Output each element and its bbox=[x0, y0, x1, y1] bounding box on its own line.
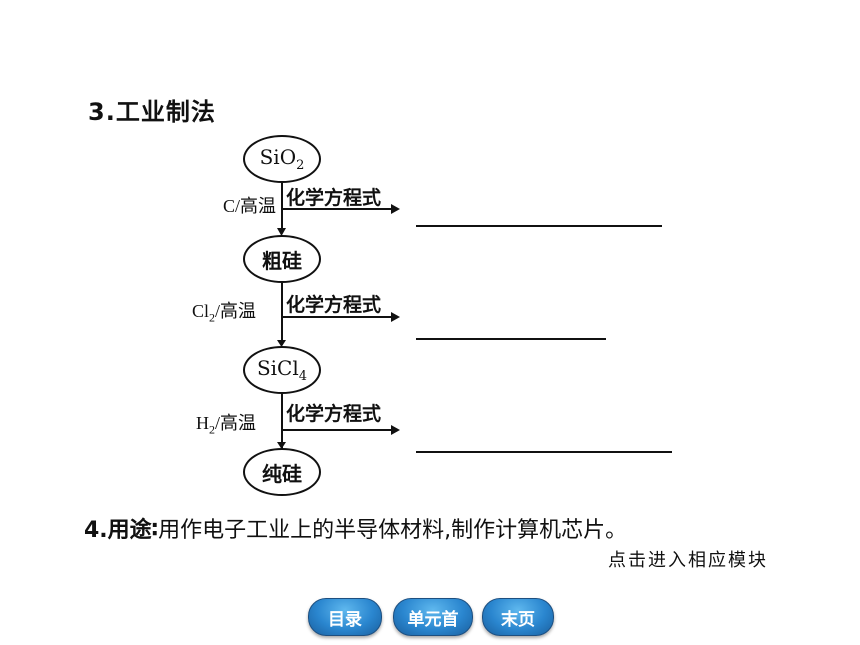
usage-colon: ∶ bbox=[151, 518, 159, 543]
step-2-condition: Cl2/高温 bbox=[192, 301, 257, 325]
last-page-button[interactable]: 末页 bbox=[482, 598, 554, 636]
right-arrowhead bbox=[391, 425, 400, 435]
node-pure-silicon-label: 纯硅 bbox=[262, 461, 302, 486]
usage-label: 4.用途 bbox=[84, 518, 152, 543]
node-sicl4-label: SiCl4 bbox=[256, 356, 308, 384]
step-2-equation-label: 化学方程式 bbox=[286, 294, 382, 316]
usage-line: 4.用途∶用作电子工业上的半导体材料,制作计算机芯片。 bbox=[84, 512, 627, 544]
step-3-arrow-line bbox=[282, 429, 392, 431]
node-sio2-label: SiO2 bbox=[259, 145, 305, 173]
node-sicl4: SiCl4 bbox=[243, 346, 321, 394]
contents-button[interactable]: 目录 bbox=[308, 598, 382, 636]
answer-blank bbox=[416, 225, 662, 227]
step-2-arrow-line bbox=[282, 316, 392, 318]
unit-start-button[interactable]: 单元首 bbox=[393, 598, 473, 636]
step-3-condition: H2/高温 bbox=[196, 413, 257, 437]
step-1-arrow-line bbox=[282, 208, 392, 210]
step-1-condition: C/高温 bbox=[222, 196, 276, 216]
section-heading: 3.工业制法 bbox=[88, 98, 216, 126]
answer-blank bbox=[416, 451, 672, 453]
down-arrowhead bbox=[277, 442, 286, 449]
right-arrowhead bbox=[391, 204, 400, 214]
usage-text: 用作电子工业上的半导体材料,制作计算机芯片。 bbox=[158, 518, 628, 543]
flow-connector bbox=[281, 283, 283, 345]
step-1-equation-label: 化学方程式 bbox=[286, 187, 382, 209]
step-3-equation-label: 化学方程式 bbox=[286, 403, 382, 425]
down-arrowhead bbox=[277, 228, 286, 236]
node-sio2: SiO2 bbox=[243, 135, 321, 183]
navigation-hint: 点击进入相应模块 bbox=[608, 550, 768, 571]
node-crude-silicon-label: 粗硅 bbox=[262, 248, 302, 273]
node-crude-silicon: 粗硅 bbox=[243, 235, 321, 283]
node-pure-silicon: 纯硅 bbox=[243, 448, 321, 496]
flow-connector bbox=[281, 394, 283, 449]
answer-blank bbox=[416, 338, 606, 340]
down-arrowhead bbox=[277, 340, 286, 347]
right-arrowhead bbox=[391, 312, 400, 322]
